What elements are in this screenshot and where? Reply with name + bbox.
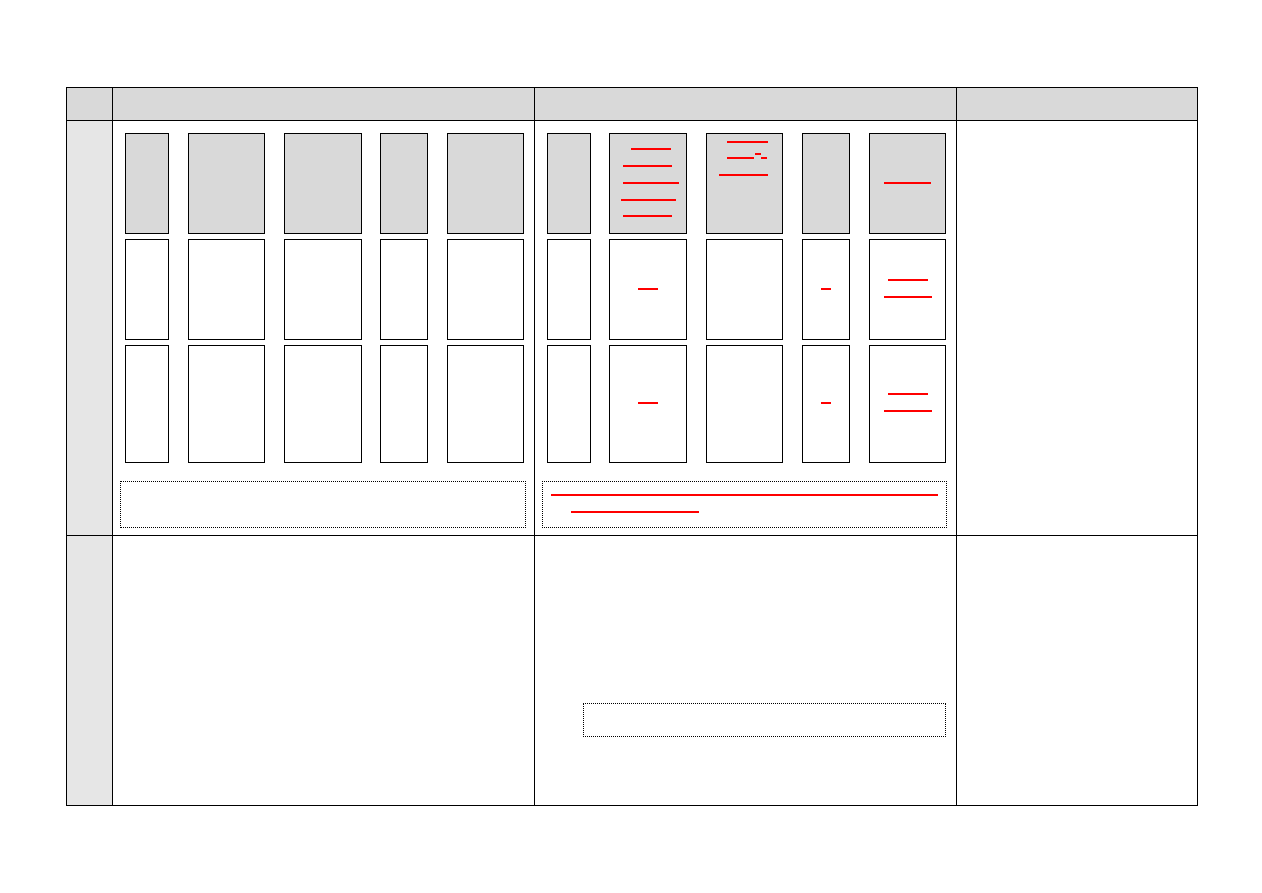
- revision-underline: [884, 296, 932, 298]
- current-content-cell: [113, 536, 534, 805]
- column-divider: [534, 121, 535, 806]
- subtable-cell: [447, 239, 524, 340]
- header-cell-no: [66, 87, 113, 121]
- revision-underline: [727, 141, 768, 143]
- subtable-cell: [284, 345, 362, 463]
- subtable-header-cell: [125, 133, 169, 234]
- subtable-cell: [706, 239, 783, 340]
- revision-underline: [638, 288, 658, 290]
- subtable-cell: [609, 345, 687, 463]
- subtable-header-cell: [802, 133, 850, 234]
- subtable-cell: [869, 345, 946, 463]
- header-cell-revised: [535, 87, 957, 121]
- subtable-header-cell: [188, 133, 265, 234]
- revision-underline: [638, 402, 658, 404]
- revision-underline: [761, 157, 767, 159]
- subtable-cell: [284, 239, 362, 340]
- header-cell-current: [113, 87, 535, 121]
- table-body: [66, 120, 1198, 806]
- subtable-header-cell: [706, 133, 783, 234]
- subtable-cell: [125, 239, 169, 340]
- subtable-cell: [188, 239, 265, 340]
- subtable-cell: [802, 239, 850, 340]
- subtable-header-cell: [547, 133, 591, 234]
- subtable-cell: [609, 239, 687, 340]
- row-label-cell: [67, 536, 113, 805]
- subtable-cell: [188, 345, 265, 463]
- subtable-cell: [380, 345, 428, 463]
- revision-underline: [571, 511, 699, 513]
- current-note-box: [120, 481, 526, 528]
- remarks-cell: [957, 536, 1197, 805]
- subtable-cell: [447, 345, 524, 463]
- header-cell-remarks: [957, 87, 1198, 121]
- revision-underline: [888, 279, 928, 281]
- subtable-header-cell: [284, 133, 362, 234]
- revision-underline: [821, 402, 831, 404]
- subtable-cell: [706, 345, 783, 463]
- subtable-header-cell: [380, 133, 428, 234]
- subtable-cell: [125, 345, 169, 463]
- header-row: [66, 87, 1198, 121]
- revision-underline: [884, 182, 931, 184]
- revised-note-box: [542, 481, 947, 528]
- revision-underline: [623, 165, 672, 167]
- revision-underline: [821, 288, 831, 290]
- revision-underline: [719, 174, 768, 176]
- subtable-cell: [380, 239, 428, 340]
- remarks-cell: [957, 121, 1197, 535]
- revision-underline: [727, 157, 754, 159]
- subtable-cell: [547, 239, 591, 340]
- column-divider: [956, 121, 957, 806]
- row-divider: [66, 535, 1198, 536]
- subtable-cell: [869, 239, 946, 340]
- revision-underline: [621, 199, 676, 201]
- revised-note-box: [583, 703, 946, 737]
- revision-underline: [755, 153, 761, 155]
- subtable-cell: [547, 345, 591, 463]
- revision-underline: [623, 215, 672, 217]
- row-label-cell: [67, 121, 113, 535]
- revision-underline: [631, 148, 671, 150]
- subtable-cell: [802, 345, 850, 463]
- revision-underline: [884, 410, 932, 412]
- subtable-header-cell: [447, 133, 524, 234]
- revision-underline: [888, 393, 928, 395]
- revision-underline: [623, 182, 679, 184]
- revision-underline: [551, 494, 938, 496]
